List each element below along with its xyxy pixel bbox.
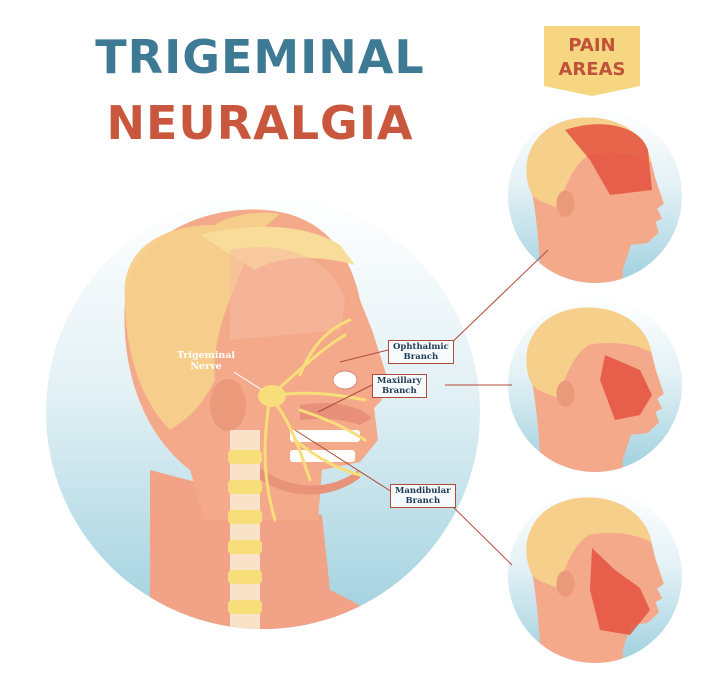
mandibular-branch-label: Mandibular Branch	[390, 484, 456, 508]
leader-ophthalmic	[443, 249, 549, 351]
trigeminal-nerve-label-line-1: Trigeminal	[176, 350, 235, 361]
ophthalmic-branch-label: Ophthalmic Branch	[388, 340, 454, 364]
pain-areas-line-2: AREAS	[558, 59, 626, 80]
ophthalmic-label-line-2: Branch	[403, 352, 439, 362]
head-cross-section	[124, 209, 480, 629]
trigeminal-nerve-label: Trigeminal Nerve	[176, 350, 236, 372]
pain-area-forehead	[565, 124, 652, 195]
ophthalmic-label-line-1: Ophthalmic	[393, 342, 449, 352]
pain-circle-mandibular	[508, 489, 682, 663]
pain-circle-maxillary	[508, 298, 682, 472]
pain-areas-ribbon: PAIN AREAS	[544, 26, 640, 96]
pain-areas-line-1: PAIN	[568, 35, 616, 56]
mandibular-label-line-2: Branch	[405, 496, 441, 506]
trigeminal-nerve-label-line-2: Nerve	[190, 361, 222, 372]
maxillary-branch-label: Maxillary Branch	[372, 374, 427, 398]
maxillary-label-line-1: Maxillary	[377, 376, 422, 386]
leader-mandibular	[443, 497, 513, 566]
eye	[332, 370, 358, 390]
pointer-ophthalmic	[339, 349, 389, 363]
trigeminal-ganglion	[258, 385, 286, 407]
maxillary-label-line-2: Branch	[381, 386, 417, 396]
mandibular-label-line-1: Mandibular	[395, 486, 451, 496]
pain-area-cheek	[600, 355, 652, 420]
title-line-2: NEURALGIA	[106, 96, 414, 150]
title-line-1: TRIGEMINAL	[95, 30, 425, 84]
pain-area-jaw	[590, 548, 650, 635]
ear	[210, 379, 246, 431]
pointer-nerve	[233, 371, 263, 391]
pain-circle-ophthalmic	[508, 109, 682, 283]
pointer-maxillary	[317, 384, 373, 413]
pointer-mandibular	[294, 429, 393, 493]
